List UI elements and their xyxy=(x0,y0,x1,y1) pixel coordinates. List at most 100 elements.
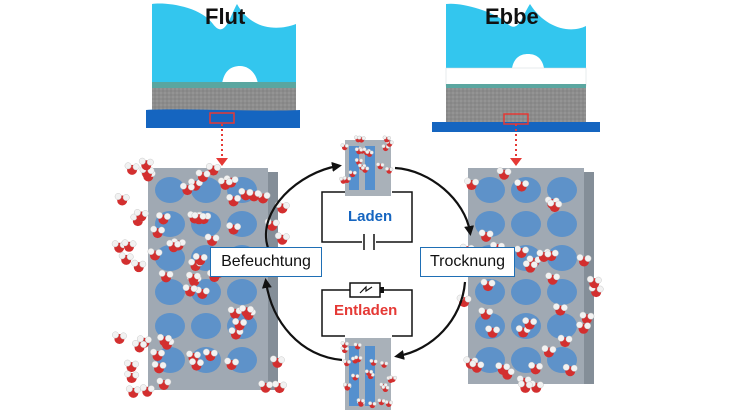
water-molecule xyxy=(150,348,165,362)
water-molecule xyxy=(364,369,374,377)
water-molecule xyxy=(191,211,207,225)
ebb-membrane xyxy=(445,67,587,87)
water-molecule xyxy=(118,252,134,265)
water-molecule xyxy=(388,375,398,383)
water-molecule xyxy=(478,229,494,242)
water-molecule xyxy=(132,340,147,353)
arrow-bottom-right xyxy=(394,281,467,360)
drying-label: Trocknung xyxy=(430,253,505,270)
water-molecule xyxy=(354,355,363,363)
water-molecule xyxy=(562,363,578,377)
ebb-title: Ebbe xyxy=(485,4,539,29)
water-molecule xyxy=(138,157,154,171)
water-molecule xyxy=(514,179,530,192)
water-molecule xyxy=(150,225,166,239)
water-molecule xyxy=(514,245,529,258)
wetting-label: Befeuchtung xyxy=(221,253,311,270)
ebb-base xyxy=(432,122,600,132)
water-molecule xyxy=(552,303,568,316)
arrow-top-left xyxy=(265,162,342,249)
water-molecule xyxy=(239,304,254,318)
water-molecule xyxy=(379,360,389,368)
water-molecule xyxy=(185,271,201,285)
water-molecule xyxy=(156,212,171,225)
water-molecule xyxy=(156,377,172,390)
water-molecule xyxy=(464,177,480,191)
water-molecule xyxy=(125,385,141,398)
water-molecule xyxy=(351,373,360,381)
water-molecule xyxy=(147,248,163,261)
water-molecule xyxy=(480,278,496,292)
water-molecule xyxy=(124,162,140,175)
water-molecule xyxy=(357,135,366,143)
water-molecule xyxy=(272,380,287,394)
water-molecule xyxy=(205,163,221,176)
flood-water xyxy=(152,3,296,84)
water-molecule xyxy=(182,284,198,297)
water-molecule xyxy=(224,357,239,371)
water-molecule xyxy=(384,400,393,407)
water-molecule xyxy=(353,342,362,350)
water-molecule xyxy=(368,401,377,409)
water-molecule xyxy=(258,380,274,393)
water-molecule xyxy=(114,193,130,206)
water-molecule xyxy=(528,380,544,393)
water-molecule xyxy=(232,318,248,331)
water-molecule xyxy=(340,143,349,151)
flood-substrate xyxy=(152,88,296,112)
water-molecule xyxy=(478,307,494,320)
flood-base xyxy=(146,109,300,128)
water-molecule xyxy=(342,176,352,184)
ebb-droplet xyxy=(512,54,544,68)
ebb-substrate xyxy=(446,88,586,122)
water-molecule xyxy=(496,167,512,180)
water-molecule xyxy=(217,177,233,190)
water-molecule xyxy=(376,162,385,170)
water-molecule xyxy=(158,269,174,283)
water-molecule xyxy=(194,286,210,299)
arrow-bottom-left xyxy=(261,278,343,362)
water-molecule xyxy=(354,147,364,155)
water-molecule xyxy=(124,370,140,384)
water-molecule xyxy=(545,272,561,285)
water-molecule xyxy=(121,239,137,252)
water-molecule xyxy=(189,358,204,371)
water-molecule xyxy=(576,321,591,334)
water-molecule xyxy=(139,384,155,397)
discharge-circuit xyxy=(321,282,413,337)
water-molecule xyxy=(270,355,285,368)
water-molecule xyxy=(536,249,552,262)
water-molecule xyxy=(495,362,511,375)
ebb-water xyxy=(446,3,586,69)
cycle-arrows xyxy=(261,162,475,362)
water-molecule xyxy=(195,169,211,182)
water-molecule xyxy=(377,398,386,406)
water-molecule xyxy=(124,359,139,373)
water-molecule xyxy=(343,382,352,390)
arrow-top-right xyxy=(394,166,475,236)
water-molecule xyxy=(133,209,149,222)
water-molecule xyxy=(557,334,573,348)
water-molecule xyxy=(385,166,394,174)
water-molecule xyxy=(522,260,538,273)
water-molecule xyxy=(131,259,147,273)
water-molecule xyxy=(547,199,563,213)
water-molecule xyxy=(515,325,531,338)
charge-circuit xyxy=(321,191,413,250)
ebb-section xyxy=(432,3,600,166)
flood-membrane xyxy=(152,82,296,88)
water-molecule xyxy=(246,189,262,202)
water-molecule xyxy=(517,380,533,393)
water-molecule xyxy=(204,233,220,246)
water-molecule xyxy=(541,345,557,358)
water-molecule xyxy=(112,331,127,344)
water-molecule xyxy=(360,165,370,173)
ebb-dotted-arrow xyxy=(510,158,522,166)
battery-icon xyxy=(349,282,381,298)
water-molecule xyxy=(255,191,271,204)
discharge-label: Entladen xyxy=(334,302,398,319)
water-molecule xyxy=(485,325,500,338)
water-molecule xyxy=(381,385,390,393)
flood-dotted-arrow xyxy=(216,158,228,166)
water-molecule xyxy=(385,139,394,147)
